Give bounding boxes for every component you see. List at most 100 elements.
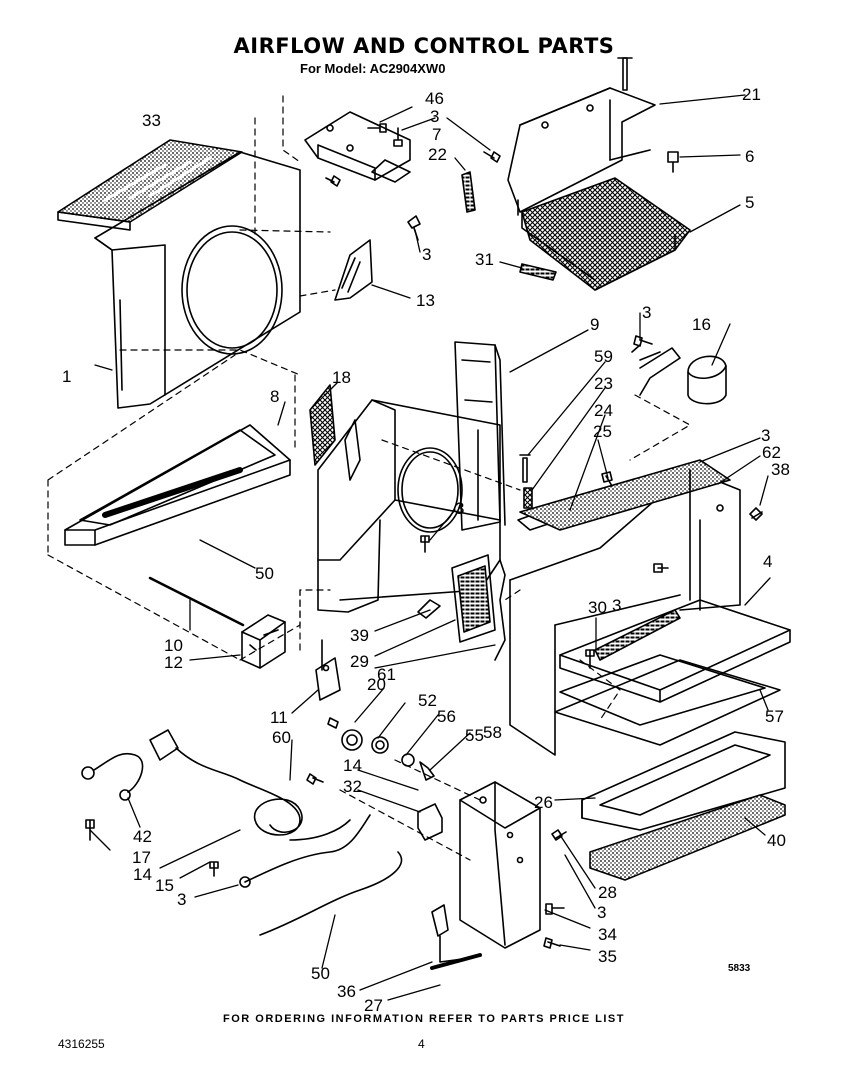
callout-28: 28 — [598, 883, 617, 902]
callout-22: 22 — [428, 145, 447, 164]
ordering-note: FOR ORDERING INFORMATION REFER TO PARTS … — [223, 1013, 625, 1025]
callout-30: 30 — [588, 598, 607, 617]
part-22-strip — [461, 171, 476, 213]
part-60-panel — [554, 654, 781, 746]
callout-4: 4 — [763, 552, 772, 571]
part-16-bracket — [631, 344, 681, 396]
part-36-wire — [259, 851, 403, 936]
callout-60: 60 — [272, 728, 291, 747]
callout-3: 3 — [430, 107, 439, 126]
page-title: AIRFLOW AND CONTROL PARTS — [233, 34, 615, 58]
callout-1: 1 — [62, 367, 71, 386]
control-knobs — [327, 717, 435, 781]
callout-11: 11 — [270, 708, 288, 727]
callout-10: 10 — [164, 636, 183, 655]
callout-34: 34 — [598, 925, 617, 944]
part-23-screw — [519, 454, 531, 483]
callout-42: 42 — [133, 827, 152, 846]
callout-16: 16 — [692, 315, 711, 334]
part-29-clip — [417, 599, 441, 619]
part-18-motor — [687, 355, 727, 405]
callout-3: 3 — [612, 596, 621, 615]
part-10-wire — [494, 559, 506, 661]
callout-62: 62 — [762, 443, 781, 462]
callout-39: 39 — [350, 626, 369, 645]
callout-17: 17 — [132, 848, 151, 867]
part-54-clip — [430, 953, 482, 970]
part-61-strip — [594, 609, 681, 661]
part-1-front-panel — [94, 151, 301, 409]
part-33-filter — [57, 139, 243, 231]
part-8-grille — [309, 384, 336, 466]
callout-5: 5 — [745, 193, 754, 212]
part-7-bracket — [304, 111, 411, 183]
callout-32: 32 — [343, 777, 362, 796]
part-27-thermistor — [431, 904, 471, 963]
callout-33: 33 — [142, 111, 161, 130]
callout-13: 13 — [416, 291, 435, 310]
part-35-control-bracket — [459, 781, 541, 949]
part-17-ground-wire — [81, 752, 144, 801]
part-42-filter — [589, 794, 786, 881]
callout-3: 3 — [761, 426, 770, 445]
callout-40: 40 — [767, 831, 786, 850]
callout-29: 29 — [350, 652, 369, 671]
document-number: 4316255 — [58, 1037, 105, 1051]
callout-24: 24 — [594, 401, 613, 420]
callout-8: 8 — [270, 387, 279, 406]
callout-25: 25 — [593, 422, 612, 441]
callout-12: 12 — [164, 653, 183, 672]
part-30-grille — [451, 554, 496, 643]
part-38-cabinet — [509, 459, 741, 756]
callout-57: 57 — [765, 707, 784, 726]
callout-46: 46 — [425, 89, 444, 108]
callout-23: 23 — [594, 374, 613, 393]
callout-6: 6 — [745, 147, 754, 166]
callout-15: 15 — [155, 876, 174, 895]
callout-27: 27 — [364, 996, 383, 1015]
part-15-power-cord — [149, 729, 351, 841]
callout-14: 14 — [343, 756, 362, 775]
callout-35: 35 — [598, 947, 617, 966]
callout-3: 3 — [455, 499, 464, 518]
callout-3: 3 — [177, 890, 186, 909]
part-13-baffle — [334, 239, 373, 301]
callout-7: 7 — [432, 125, 441, 144]
part-40-tray — [581, 731, 786, 831]
model-subtitle: For Model: AC2904XW0 — [300, 61, 446, 76]
part-26-switch — [417, 803, 443, 841]
callout-50: 50 — [311, 964, 330, 983]
part-20-bracket — [315, 639, 341, 701]
callout-55: 55 — [465, 726, 484, 745]
drawing-code: 5833 — [728, 963, 751, 974]
part-28-wire — [244, 814, 371, 883]
part-59-pan — [64, 424, 291, 546]
callout-14: 14 — [133, 865, 152, 884]
callout-26: 26 — [534, 793, 553, 812]
page-number: 4 — [418, 1037, 425, 1051]
callout-3: 3 — [642, 303, 651, 322]
part-6-screw — [667, 151, 679, 173]
callout-58: 58 — [483, 723, 502, 742]
misc-screws — [85, 335, 763, 949]
callout-50: 50 — [255, 564, 274, 583]
part-31-strip — [519, 263, 557, 281]
part-12-rod — [148, 576, 245, 627]
screw-group-top — [325, 123, 501, 187]
part-11-box — [241, 614, 286, 669]
callout-3: 3 — [597, 903, 606, 922]
callout-31: 31 — [475, 250, 494, 269]
callout-20: 20 — [367, 675, 386, 694]
part-21-top-bracket — [507, 57, 656, 216]
callout-61: 61 — [377, 665, 396, 684]
callout-18: 18 — [332, 368, 351, 387]
callout-3: 3 — [422, 245, 431, 264]
callout-36: 36 — [337, 982, 356, 1001]
part-24-spring — [523, 487, 533, 509]
screw-13 — [407, 215, 421, 241]
callout-56: 56 — [437, 707, 456, 726]
callout-52: 52 — [418, 691, 437, 710]
